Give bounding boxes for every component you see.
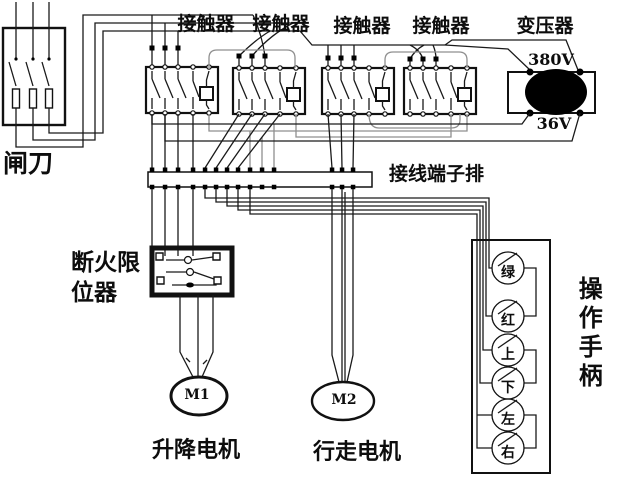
button-down-label: 下 xyxy=(501,381,515,396)
blade-contact-dot xyxy=(14,57,18,61)
contactor-4 xyxy=(402,65,478,117)
button-up-label: 上 xyxy=(501,348,515,363)
motor-m2 xyxy=(310,189,376,422)
button-right-label: 右 xyxy=(501,446,515,461)
motor2-label: M2 xyxy=(331,392,357,408)
phase-input-wires xyxy=(15,2,50,58)
coil-icon xyxy=(457,87,472,102)
phase-feed-wires xyxy=(15,14,579,148)
motor1-caption: 升降电机 xyxy=(151,437,241,462)
fuse-output-wires xyxy=(15,108,50,125)
operating-handle-label: 操作手柄 xyxy=(574,276,601,392)
handle-buttons xyxy=(491,251,525,465)
transformer-feed-2 xyxy=(444,39,579,71)
terminal-dots-top xyxy=(149,167,356,172)
transformer xyxy=(507,68,596,117)
contactor-2 xyxy=(231,65,307,117)
contact-poles-icon xyxy=(327,72,376,110)
blade-contact-dot xyxy=(31,57,35,61)
motor-m1 xyxy=(169,295,229,417)
knife-switch-box xyxy=(1,26,67,127)
limit-switch-label-line2: 位器 xyxy=(71,280,117,305)
contactor-3 xyxy=(320,65,396,117)
limit-switch-label-line1: 断火限 xyxy=(71,250,140,275)
motor-symbol xyxy=(310,380,376,422)
fuse-icon xyxy=(11,88,54,109)
contactor-to-strip-wires xyxy=(151,113,355,169)
transformer-core-icon xyxy=(525,69,587,115)
operating-handle xyxy=(471,239,551,474)
button-left-label: 左 xyxy=(501,413,515,428)
control-wire-bundle xyxy=(204,189,492,449)
limit-switch xyxy=(149,245,235,298)
terminal-strip-label: 接线端子排 xyxy=(389,164,485,185)
switch-blade-icon xyxy=(8,61,50,87)
contact-poles-icon xyxy=(151,71,200,109)
contactor-1 xyxy=(144,64,220,116)
m2-lead-wires xyxy=(331,189,354,383)
motor-symbol xyxy=(169,375,229,417)
button-left xyxy=(491,398,525,432)
limit-internal-wires xyxy=(166,256,217,286)
transformer-label: 变压器 xyxy=(516,16,574,37)
button-green xyxy=(491,251,525,285)
button-up xyxy=(491,333,525,367)
contactor-label-2: 接触器 xyxy=(252,14,310,35)
terminal-dots-bottom xyxy=(149,184,356,190)
limit-switch-box xyxy=(149,245,235,298)
terminal-strip-bar xyxy=(147,171,373,188)
voltage-primary-label: 380V xyxy=(528,50,574,69)
button-red xyxy=(491,299,525,333)
button-link-wires xyxy=(524,267,537,449)
transformer-feed-1 xyxy=(444,44,531,71)
contact-poles-icon xyxy=(409,72,458,110)
voltage-secondary-label: 36V xyxy=(536,114,572,133)
blade-contact-dot xyxy=(47,57,51,61)
contact-poles-icon xyxy=(238,72,287,110)
contactor-label-1: 接触器 xyxy=(177,14,235,35)
terminal-strip xyxy=(147,167,373,190)
coil-icon xyxy=(375,87,390,102)
button-switch-icon xyxy=(497,252,518,447)
button-red-label: 红 xyxy=(501,314,515,329)
coil-icon xyxy=(199,86,214,101)
motor1-label: M1 xyxy=(184,387,210,403)
contactor-label-4: 接触器 xyxy=(412,16,470,37)
knife-switch xyxy=(1,2,67,127)
m1-lead-wires xyxy=(179,295,214,378)
button-right xyxy=(491,431,525,465)
button-green-label: 绿 xyxy=(501,266,515,281)
handle-box xyxy=(471,239,551,474)
coil-icon xyxy=(286,87,301,102)
strip-to-limit-wires xyxy=(151,189,194,256)
limit-contact-squares xyxy=(155,252,222,285)
contactor-label-3: 接触器 xyxy=(333,16,391,37)
motor2-caption: 行走电机 xyxy=(312,439,402,464)
junction-dots xyxy=(149,45,439,62)
knife-switch-label: 闸刀 xyxy=(3,151,54,178)
gray-interconnect-wires xyxy=(208,49,468,168)
